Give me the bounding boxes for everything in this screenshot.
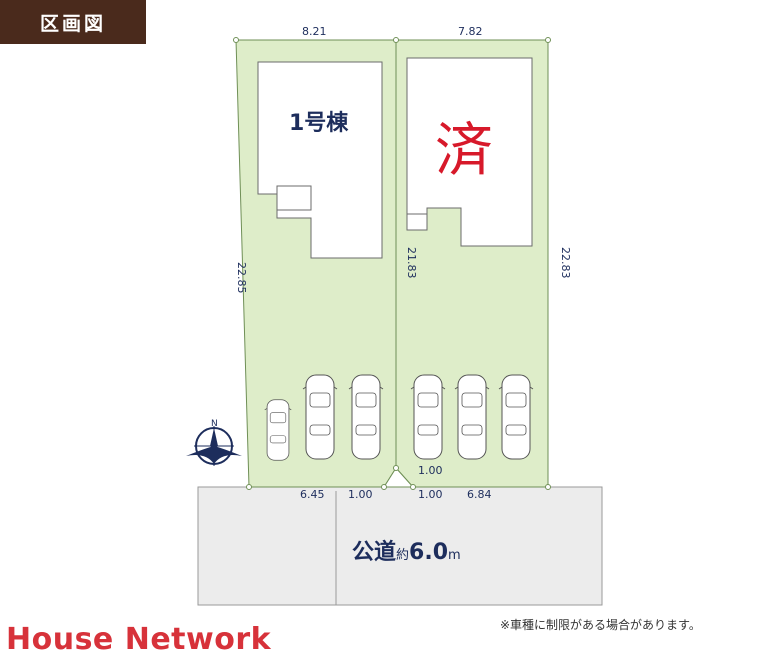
dim-lot2-left: 21.83: [405, 247, 418, 279]
brand-logo-text: House Network: [6, 622, 272, 657]
lot-vertices: [233, 37, 551, 490]
svg-text:N: N: [211, 419, 218, 429]
dim-lot1-top: 8.21: [302, 25, 327, 38]
sold-stamp: 済: [435, 116, 493, 184]
page-tag: 区画図: [0, 0, 146, 44]
car-icon: [410, 374, 446, 460]
dim-corner-3: 1.00: [418, 488, 443, 501]
car-icon: [454, 374, 490, 460]
dim-lot2-right: 22.83: [559, 247, 572, 279]
car-icon: [348, 374, 384, 460]
dim-lot1-bottom: 6.45: [300, 488, 325, 501]
corner-cut: [383, 467, 415, 488]
dim-lot1-left: 22.85: [235, 262, 248, 294]
dim-corner-2: 1.00: [418, 464, 443, 477]
vehicle-note: ※車種に制限がある場合があります。: [500, 618, 701, 632]
building-1-porch: [276, 185, 312, 211]
public-road: [197, 486, 603, 606]
dim-corner-1: 1.00: [348, 488, 373, 501]
car-icon: [302, 374, 338, 460]
lot-1-label: 1号棟: [289, 110, 349, 136]
road-label: 公道約6.0m: [352, 539, 461, 565]
compass-icon: N: [186, 419, 242, 466]
car-icon: [264, 399, 292, 461]
dim-lot2-bottom: 6.84: [467, 488, 492, 501]
building-2-porch: [406, 213, 428, 231]
car-icon: [498, 374, 534, 460]
dim-lot2-top: 7.82: [458, 25, 483, 38]
